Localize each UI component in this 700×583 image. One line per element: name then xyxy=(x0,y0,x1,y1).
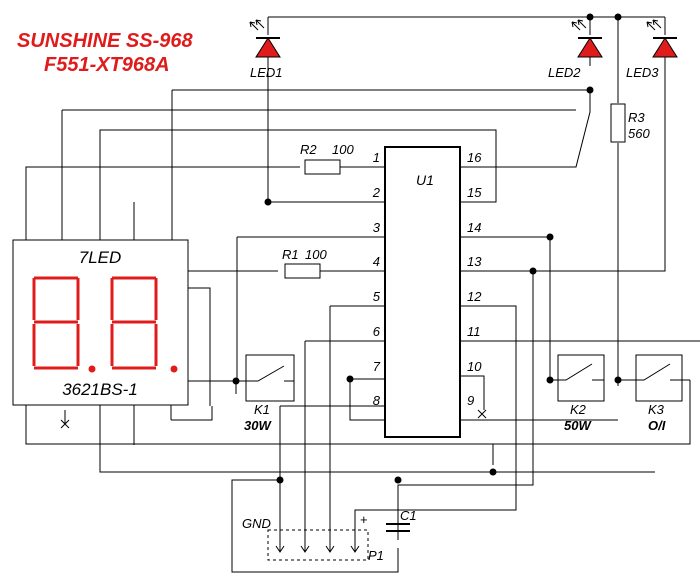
capacitor-name: C1 xyxy=(400,508,417,523)
ic-u1: U1 xyxy=(384,146,461,438)
led-triangle xyxy=(255,37,281,58)
ic-pin-number: 9 xyxy=(467,393,474,408)
ic-pin-number: 13 xyxy=(467,254,482,269)
gnd-label: GND xyxy=(242,516,271,531)
schematic-title-line2: F551-XT968A xyxy=(44,54,170,76)
switch-name: K1 xyxy=(254,402,270,417)
junction-dots xyxy=(232,13,622,484)
junction-dot xyxy=(614,13,622,21)
junction-dot xyxy=(546,233,554,241)
no-connect-mark xyxy=(60,419,70,429)
resistor-body xyxy=(284,263,321,279)
ic-pin-number: 15 xyxy=(467,185,482,200)
capacitor-c1: + C1 xyxy=(360,508,417,532)
led-triangle xyxy=(577,37,603,58)
led-label: LED2 xyxy=(548,65,581,80)
ic-pin-number: 3 xyxy=(373,220,381,235)
resistor-r2: R2 100 xyxy=(300,142,354,175)
switch-k3: K3 O/I xyxy=(618,354,690,433)
ic-pin-number: 16 xyxy=(467,150,482,165)
led-3: LED3 xyxy=(626,19,678,80)
junction-dot xyxy=(394,476,402,484)
led-label: LED3 xyxy=(626,65,659,80)
junction-dot xyxy=(586,86,594,94)
digit-1 xyxy=(32,276,96,373)
ic-pin-number: 6 xyxy=(373,324,381,339)
schematic-title-line1: SUNSHINE SS-968 xyxy=(17,30,193,52)
switch-frame xyxy=(635,354,683,402)
resistor-body xyxy=(610,103,626,143)
switch-k1: K1 30W xyxy=(236,354,295,433)
seven-segment-display: 7LED 3621BS-1 xyxy=(12,239,189,429)
resistor-name: R2 xyxy=(300,142,317,157)
junction-dot xyxy=(346,375,354,383)
switch-name: K3 xyxy=(648,402,665,417)
resistor-r3: R3 560 xyxy=(610,103,650,143)
resistor-body xyxy=(304,159,341,175)
display-bottom-label: 3621BS-1 xyxy=(62,380,138,399)
switch-name: K2 xyxy=(570,402,587,417)
ic-pin-labels-right: 16 15 14 13 12 11 10 9 xyxy=(467,150,482,408)
junction-dot xyxy=(264,198,272,206)
junction-dot xyxy=(529,267,537,275)
switch-function: O/I xyxy=(648,418,666,433)
no-connect-mark xyxy=(477,409,487,419)
ic-pin-number: 12 xyxy=(467,289,482,304)
switch-function: 50W xyxy=(564,418,592,433)
connector-frame xyxy=(267,529,369,561)
led-triangle xyxy=(652,37,678,58)
junction-dot xyxy=(586,13,594,21)
ic-pin-number: 1 xyxy=(373,150,380,165)
ic-body xyxy=(384,146,461,438)
switch-frame xyxy=(245,354,295,402)
junction-dot xyxy=(489,468,497,476)
ic-pin-number: 5 xyxy=(373,289,381,304)
resistor-value: 560 xyxy=(628,126,650,141)
digit-2 xyxy=(110,276,178,373)
switch-k2: K2 50W xyxy=(550,354,605,433)
ic-pin-number: 2 xyxy=(372,185,381,200)
led-label: LED1 xyxy=(250,65,283,80)
connector-name: P1 xyxy=(368,548,384,563)
ic-pin-number: 11 xyxy=(467,324,481,339)
capacitor-polarity: + xyxy=(360,512,368,527)
resistor-value: 100 xyxy=(305,247,327,262)
ic-pin-number: 10 xyxy=(467,359,482,374)
resistor-name: R1 xyxy=(282,247,299,262)
switch-function: 30W xyxy=(244,418,272,433)
led-1: LED1 xyxy=(249,19,283,80)
display-top-label: 7LED xyxy=(79,248,122,267)
ic-pin-number: 8 xyxy=(373,393,381,408)
resistor-r1: R1 100 xyxy=(282,247,327,279)
resistor-value: 100 xyxy=(332,142,354,157)
junction-dot xyxy=(276,476,284,484)
led-2: LED2 xyxy=(548,19,603,80)
ic-pin-number: 14 xyxy=(467,220,481,235)
ic-pin-number: 7 xyxy=(373,359,381,374)
switch-frame xyxy=(557,354,605,402)
resistor-name: R3 xyxy=(628,110,645,125)
ic-pin-number: 4 xyxy=(373,254,380,269)
connector-p1: GND P1 xyxy=(242,516,384,563)
ic-pin-labels-left: 1 2 3 4 5 6 7 8 xyxy=(372,150,381,408)
ic-label: U1 xyxy=(416,172,434,188)
